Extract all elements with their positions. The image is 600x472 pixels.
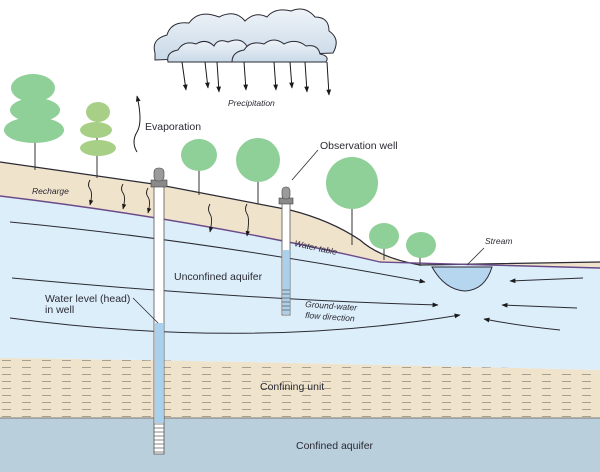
land-surface-line [0, 161, 600, 266]
evaporation-arrow [133, 95, 141, 153]
observation-well-leader [291, 149, 319, 181]
precipitation-arrows [181, 61, 332, 96]
rain-clouds [153, 8, 337, 63]
tree [326, 157, 378, 245]
recharge-label: Recharge [32, 186, 69, 196]
tree [369, 223, 399, 260]
precipitation-label: Precipitation [228, 98, 275, 108]
flow-direction-label-line2: flow direction [305, 310, 355, 323]
flow-direction-label: Ground-water [305, 299, 359, 313]
water-level-label: Water level (head) [45, 293, 130, 305]
tree [406, 232, 436, 266]
unconfined-aquifer-label: Unconfined aquifer [174, 271, 263, 283]
observation-well-label: Observation well [320, 140, 398, 152]
confined-aquifer-label: Confined aquifer [296, 440, 374, 452]
tree [4, 74, 64, 170]
tree [80, 102, 116, 178]
unconfined-aquifer-layer [0, 196, 600, 370]
stream-label: Stream [485, 236, 512, 246]
confining-unit-label: Confining unit [260, 381, 324, 393]
stream-leader [466, 247, 485, 266]
evaporation-label: Evaporation [145, 121, 201, 133]
observation-well [278, 186, 294, 316]
stream [431, 266, 493, 292]
confining-unit-layer [0, 358, 600, 418]
monitoring-well [150, 167, 168, 455]
flow-lines [9, 221, 584, 334]
recharge-arrows [88, 179, 250, 237]
water-level-label-line2: in well [45, 304, 74, 316]
confined-aquifer-layer [0, 418, 600, 472]
water-level-leader [132, 297, 159, 324]
water-table-line [0, 195, 600, 269]
soil-layer [0, 162, 600, 268]
tree [236, 138, 280, 204]
tree [181, 139, 217, 195]
